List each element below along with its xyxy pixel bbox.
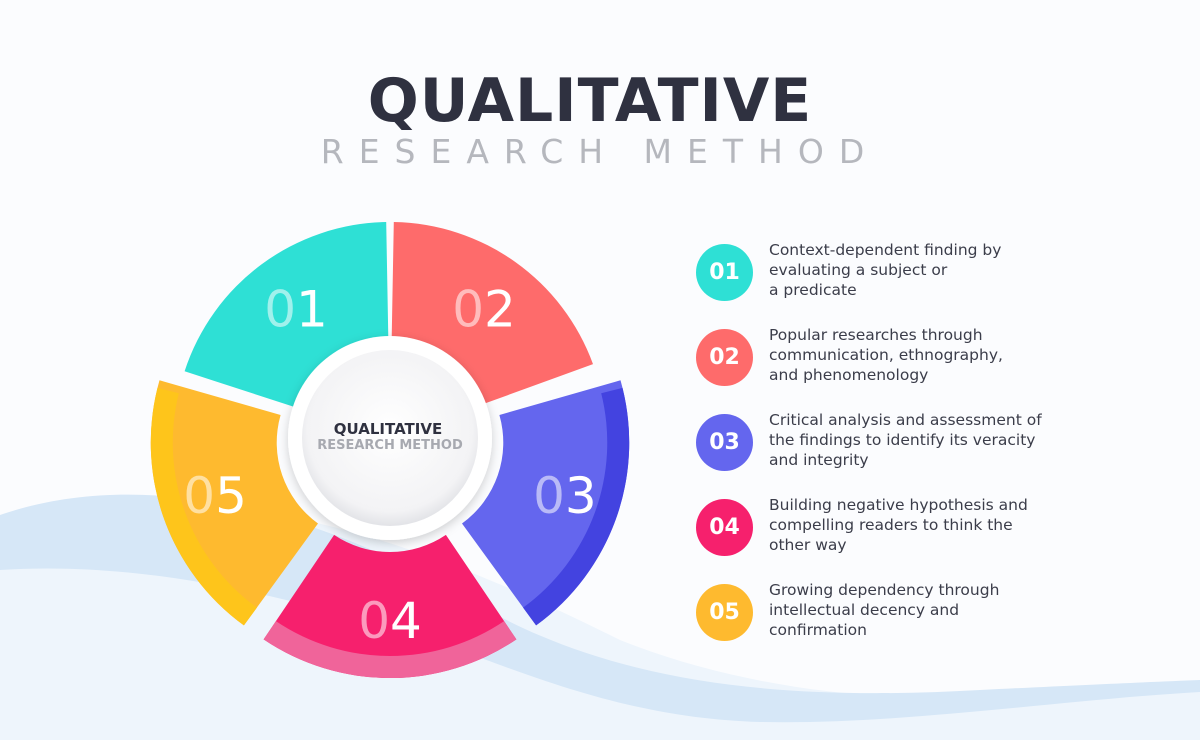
center-subtitle: RESEARCH METHOD <box>317 438 463 453</box>
segment-05: 05 <box>150 380 318 626</box>
segment-shape <box>391 222 593 404</box>
segment-number: 05 <box>183 467 247 525</box>
center-title: QUALITATIVE <box>334 420 442 438</box>
legend-badge-03: 03 <box>696 414 753 471</box>
segment-shape <box>184 222 389 408</box>
page-subtitle: RESEARCH METHOD <box>320 132 880 171</box>
segment-01: 01 <box>184 222 389 408</box>
segment-band <box>150 387 257 626</box>
segment-band <box>523 387 630 626</box>
segment-04: 04 <box>263 534 517 679</box>
segment-shape <box>263 534 517 679</box>
segment-03: 03 <box>462 380 630 626</box>
segment-number: 03 <box>533 467 597 525</box>
segment-band <box>263 621 517 679</box>
legend-badge-05: 05 <box>696 584 753 641</box>
segment-number: 01 <box>264 281 328 339</box>
segments-layer: 01 02 03 04 05 <box>150 222 630 679</box>
segment-02: 02 <box>391 222 593 404</box>
center-disc <box>288 336 492 540</box>
wave-blue <box>0 494 1200 723</box>
legend-badge-04: 04 <box>696 499 753 556</box>
legend-badge-01: 01 <box>696 244 753 301</box>
legend-badge-02: 02 <box>696 329 753 386</box>
segment-number: 02 <box>452 281 516 339</box>
segment-number: 04 <box>358 592 422 650</box>
page-title: QUALITATIVE <box>367 66 813 136</box>
